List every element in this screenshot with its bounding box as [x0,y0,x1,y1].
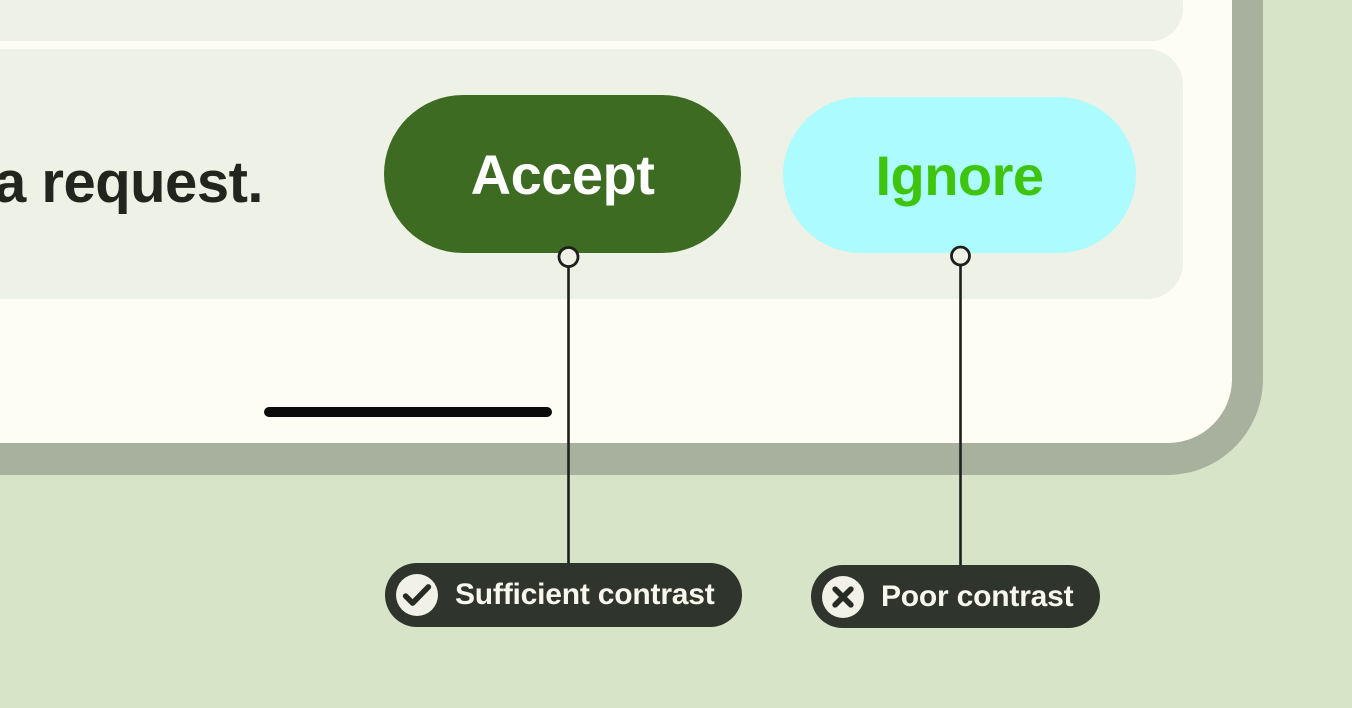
notification-text: a request. [0,150,264,215]
callout-label-poor: Poor contrast [881,579,1074,613]
callout-poor-contrast: Poor contrast [811,565,1101,628]
home-indicator [264,407,552,417]
callout-sufficient-contrast: Sufficient contrast [385,563,742,627]
ignore-button[interactable]: Ignore [783,97,1136,253]
phone-frame: a request. Accept Ignore [0,0,1263,475]
notification-card: a request. Accept Ignore [0,49,1183,299]
top-card [0,0,1183,41]
callout-label-sufficient: Sufficient contrast [455,578,715,611]
x-circle-icon [822,575,864,618]
accept-button[interactable]: Accept [384,95,741,253]
check-circle-icon [396,574,438,616]
phone-screen: a request. Accept Ignore [0,0,1232,443]
